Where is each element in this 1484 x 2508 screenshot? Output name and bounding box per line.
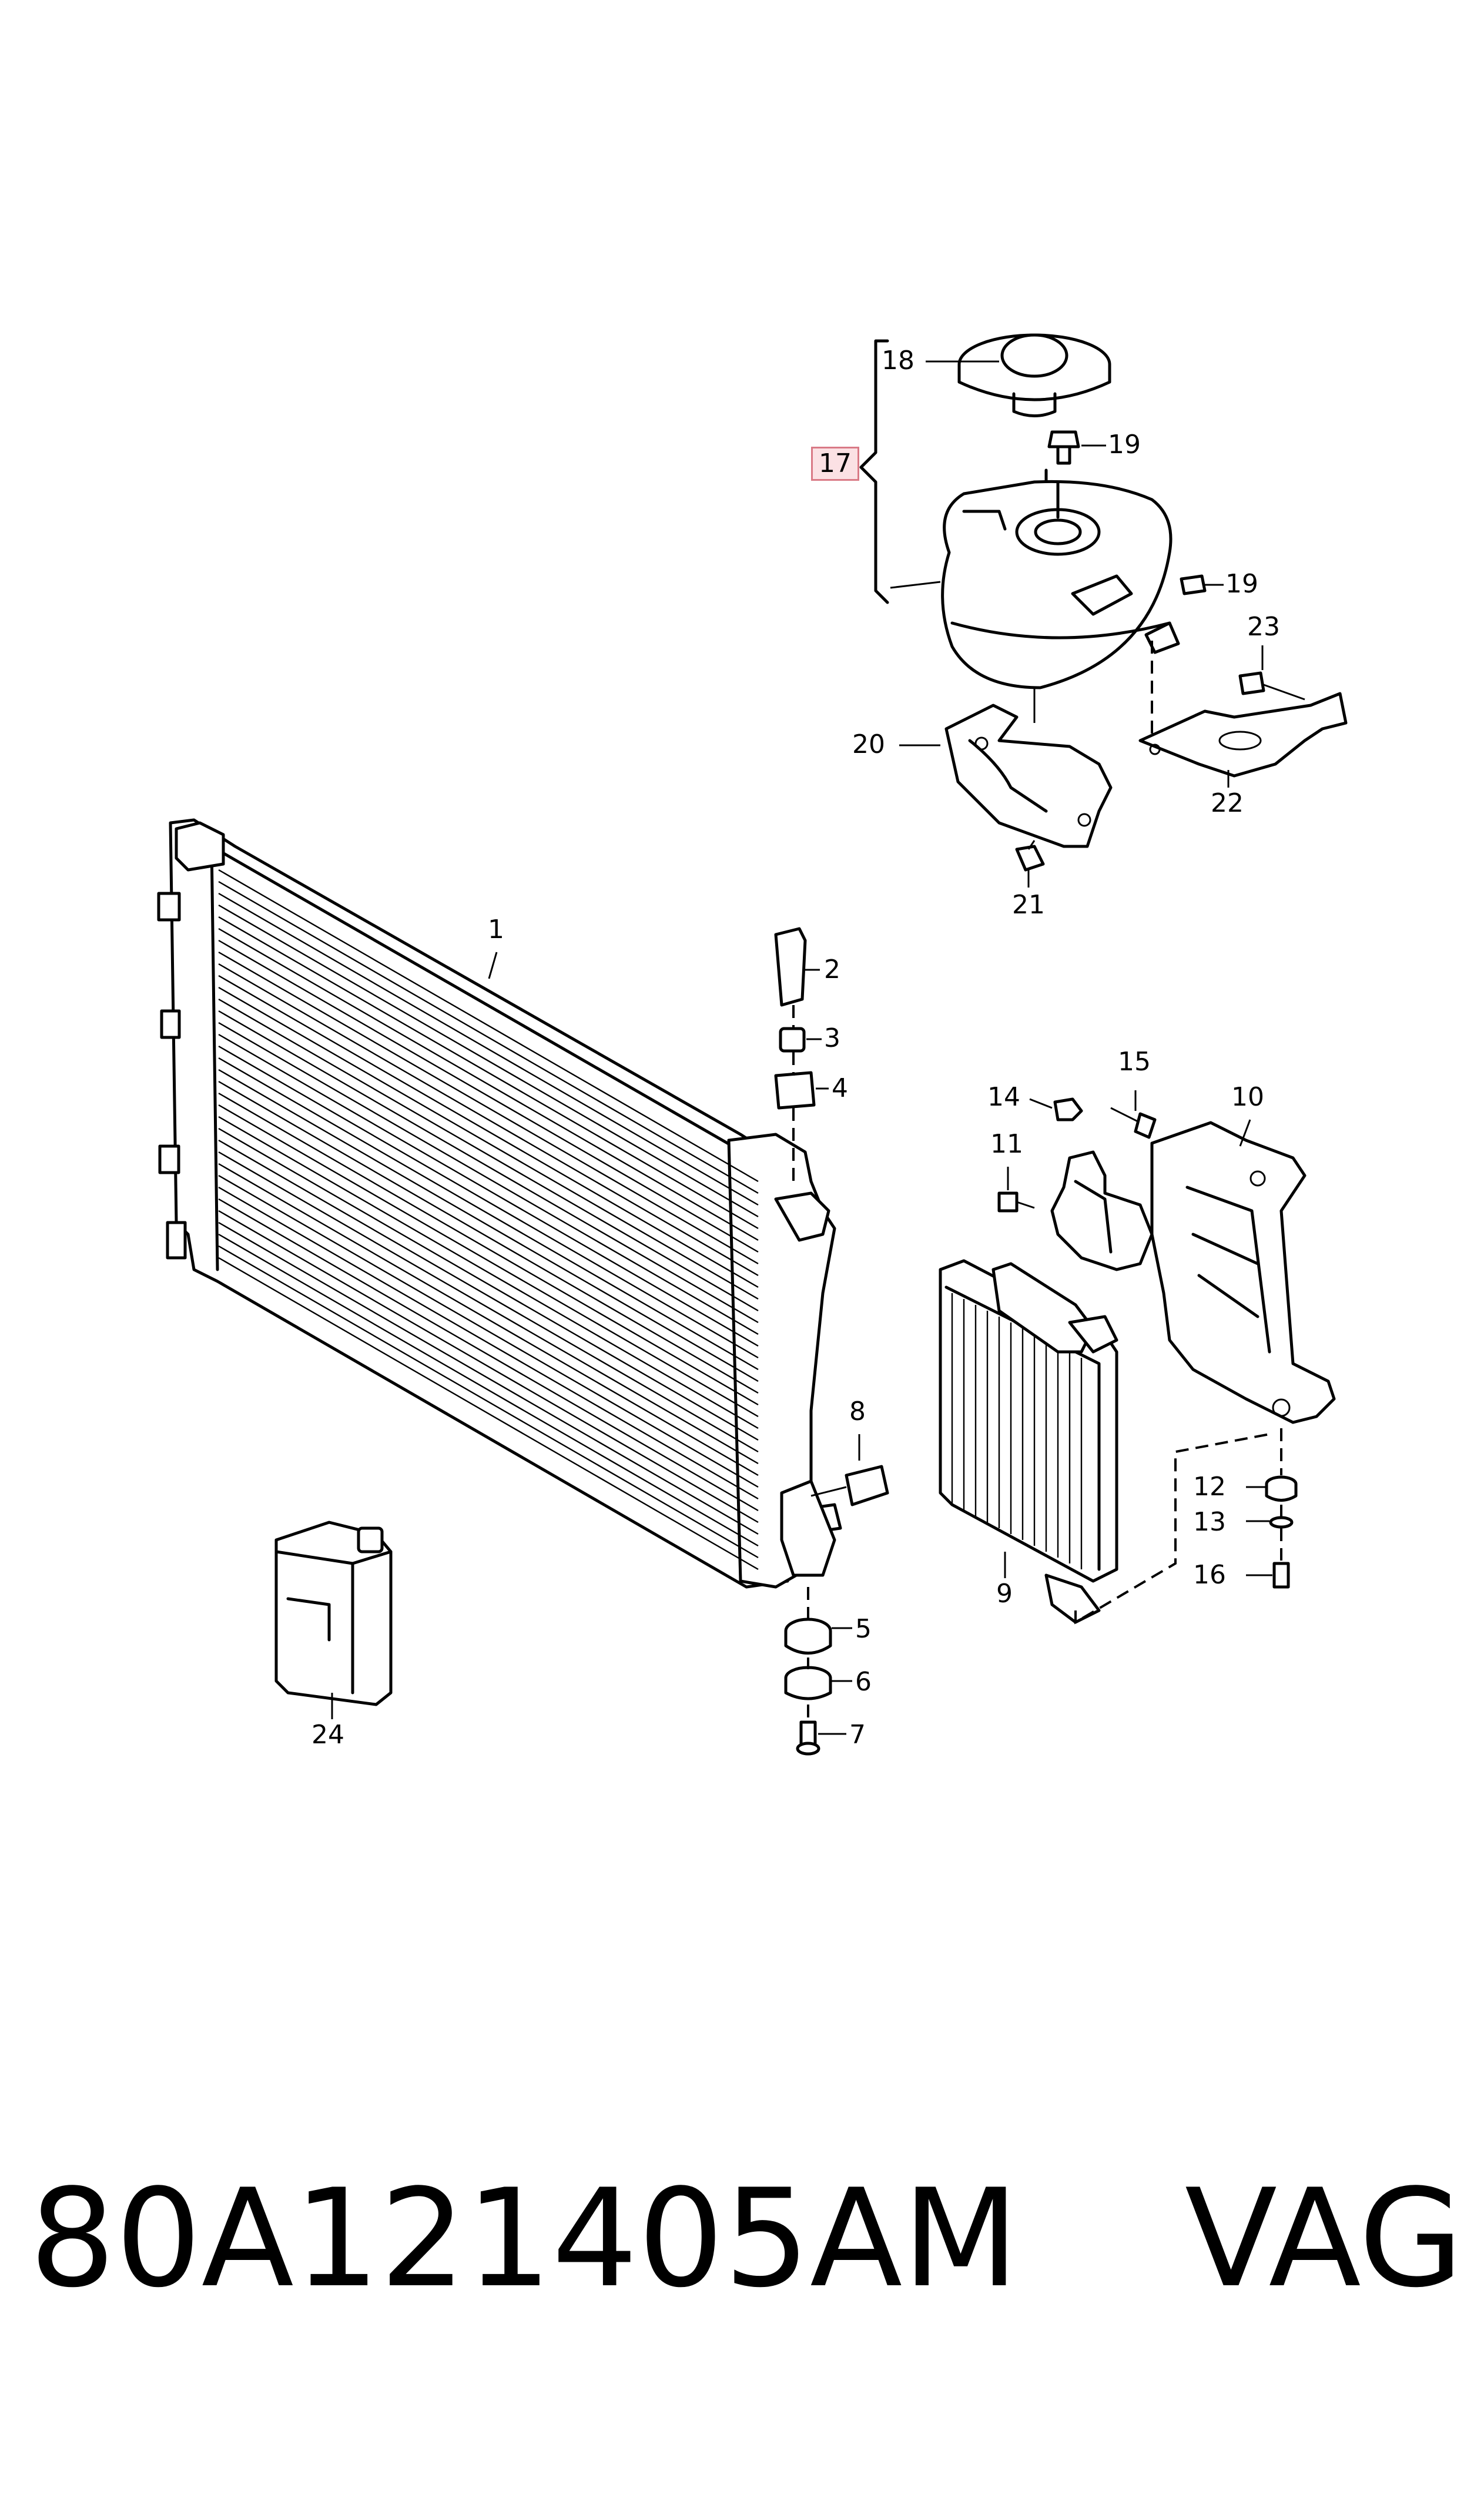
mount-6-part <box>784 1666 832 1700</box>
callout-24[interactable]: 24 <box>311 1720 344 1750</box>
radiator-fin <box>218 904 759 1218</box>
mount-4-part <box>774 1071 816 1110</box>
callout-20[interactable]: 20 <box>852 729 885 759</box>
bolt-21 <box>1015 845 1045 872</box>
part-number: 80A121405AM <box>29 2161 1019 2318</box>
callout-16[interactable]: 16 <box>1193 1560 1226 1590</box>
sensor-2-part <box>774 927 807 1007</box>
radiator-fin <box>218 1210 759 1523</box>
callout-11[interactable]: 11 <box>990 1129 1023 1159</box>
callout-22[interactable]: 22 <box>1211 788 1244 818</box>
callout-7[interactable]: 7 <box>849 1720 866 1750</box>
radiator-fin <box>218 975 759 1288</box>
expansion-tank-part <box>941 480 1180 689</box>
radiator-fin <box>218 1092 759 1406</box>
callout-15[interactable]: 15 <box>1118 1047 1151 1077</box>
radiator-fin <box>218 1186 759 1500</box>
grommet-12-part <box>1265 1475 1298 1502</box>
footer: 80A121405AM VAG <box>29 2169 1463 2310</box>
radiator-fin <box>218 1080 759 1394</box>
main-radiator-part <box>157 818 842 1589</box>
radiator-fin <box>218 1022 759 1335</box>
callout-18[interactable]: 18 <box>882 346 914 376</box>
callout-5[interactable]: 5 <box>855 1614 872 1644</box>
bracket-22-part <box>1138 692 1348 778</box>
callout-12[interactable]: 12 <box>1193 1472 1226 1502</box>
bolt-19-top <box>1047 430 1080 465</box>
radiator-fin <box>218 1010 759 1324</box>
callout-6[interactable]: 6 <box>855 1667 872 1697</box>
mount-8-part <box>810 1465 889 1506</box>
coolant-bottle-24-part <box>274 1521 393 1706</box>
radiator-fin <box>218 1198 759 1512</box>
bolt-16-part <box>1272 1562 1290 1589</box>
leader-14 <box>1029 1098 1053 1109</box>
radiator-fin <box>218 1127 759 1441</box>
callout-19-right[interactable]: 19 <box>1225 569 1258 599</box>
callout-3[interactable]: 3 <box>824 1023 840 1053</box>
radiator-fin <box>218 869 759 1183</box>
bracket-10-part <box>1150 1121 1336 1424</box>
radiator-fin <box>218 998 759 1312</box>
callout-17[interactable]: 17 <box>811 447 859 481</box>
callout-2[interactable]: 2 <box>824 955 840 985</box>
coolant-cap-part <box>957 333 1111 417</box>
washer-13-part <box>1269 1516 1294 1529</box>
radiator-fin <box>218 963 759 1277</box>
radiator-fin <box>218 939 759 1253</box>
radiator-fin <box>218 986 759 1300</box>
grommet-3-part <box>779 1027 806 1053</box>
callout-1[interactable]: 1 <box>488 915 504 945</box>
radiator-fin <box>218 1163 759 1476</box>
bolt-7-part <box>796 1720 820 1756</box>
callout-19-top[interactable]: 19 <box>1108 430 1141 460</box>
brand-name: VAG <box>1184 2161 1463 2318</box>
radiator-fin <box>218 892 759 1206</box>
radiator-fin <box>218 1069 759 1382</box>
radiator-fin <box>218 1245 759 1559</box>
nut-14-part <box>1053 1097 1083 1121</box>
dash-9-to-16 <box>1074 1433 1270 1625</box>
radiator-fin <box>218 1033 759 1347</box>
bolt-15-part <box>1110 1107 1157 1139</box>
callout-9[interactable]: 9 <box>996 1579 1013 1609</box>
radiator-fin <box>218 1221 759 1535</box>
mount-5-part <box>784 1618 832 1655</box>
group-bracket-17 <box>859 339 889 604</box>
radiator-fin <box>218 1045 759 1359</box>
leader-17-tank <box>890 581 941 589</box>
radiator-fin <box>218 1151 759 1465</box>
radiator-fin <box>218 1139 759 1453</box>
callout-8[interactable]: 8 <box>849 1397 866 1427</box>
radiator-fin <box>218 880 759 1194</box>
radiator-fin <box>218 1116 759 1429</box>
radiator-fin <box>218 927 759 1241</box>
radiator-fin <box>218 1057 759 1371</box>
radiator-fin <box>218 1233 759 1547</box>
bolt-11-part <box>997 1191 1035 1213</box>
callout-4[interactable]: 4 <box>832 1073 848 1103</box>
radiator-fin <box>218 1174 759 1488</box>
leader-10 <box>1239 1119 1251 1147</box>
bolt-23 <box>1238 671 1305 701</box>
radiator-fin <box>218 1257 759 1571</box>
bolt-19-right <box>1180 574 1207 595</box>
radiator-fin <box>218 951 759 1265</box>
callout-13[interactable]: 13 <box>1193 1507 1226 1537</box>
radiator-fin <box>218 1104 759 1418</box>
bracket-11-part <box>1050 1150 1154 1271</box>
callout-10[interactable]: 10 <box>1231 1082 1264 1112</box>
callout-23[interactable]: 23 <box>1247 612 1280 642</box>
radiator-fin <box>218 916 759 1230</box>
leader-1 <box>488 952 498 979</box>
aux-radiator-9-part <box>939 1259 1118 1624</box>
callout-14[interactable]: 14 <box>987 1082 1020 1112</box>
bracket-20-part <box>944 704 1113 848</box>
callout-21[interactable]: 21 <box>1012 890 1045 920</box>
